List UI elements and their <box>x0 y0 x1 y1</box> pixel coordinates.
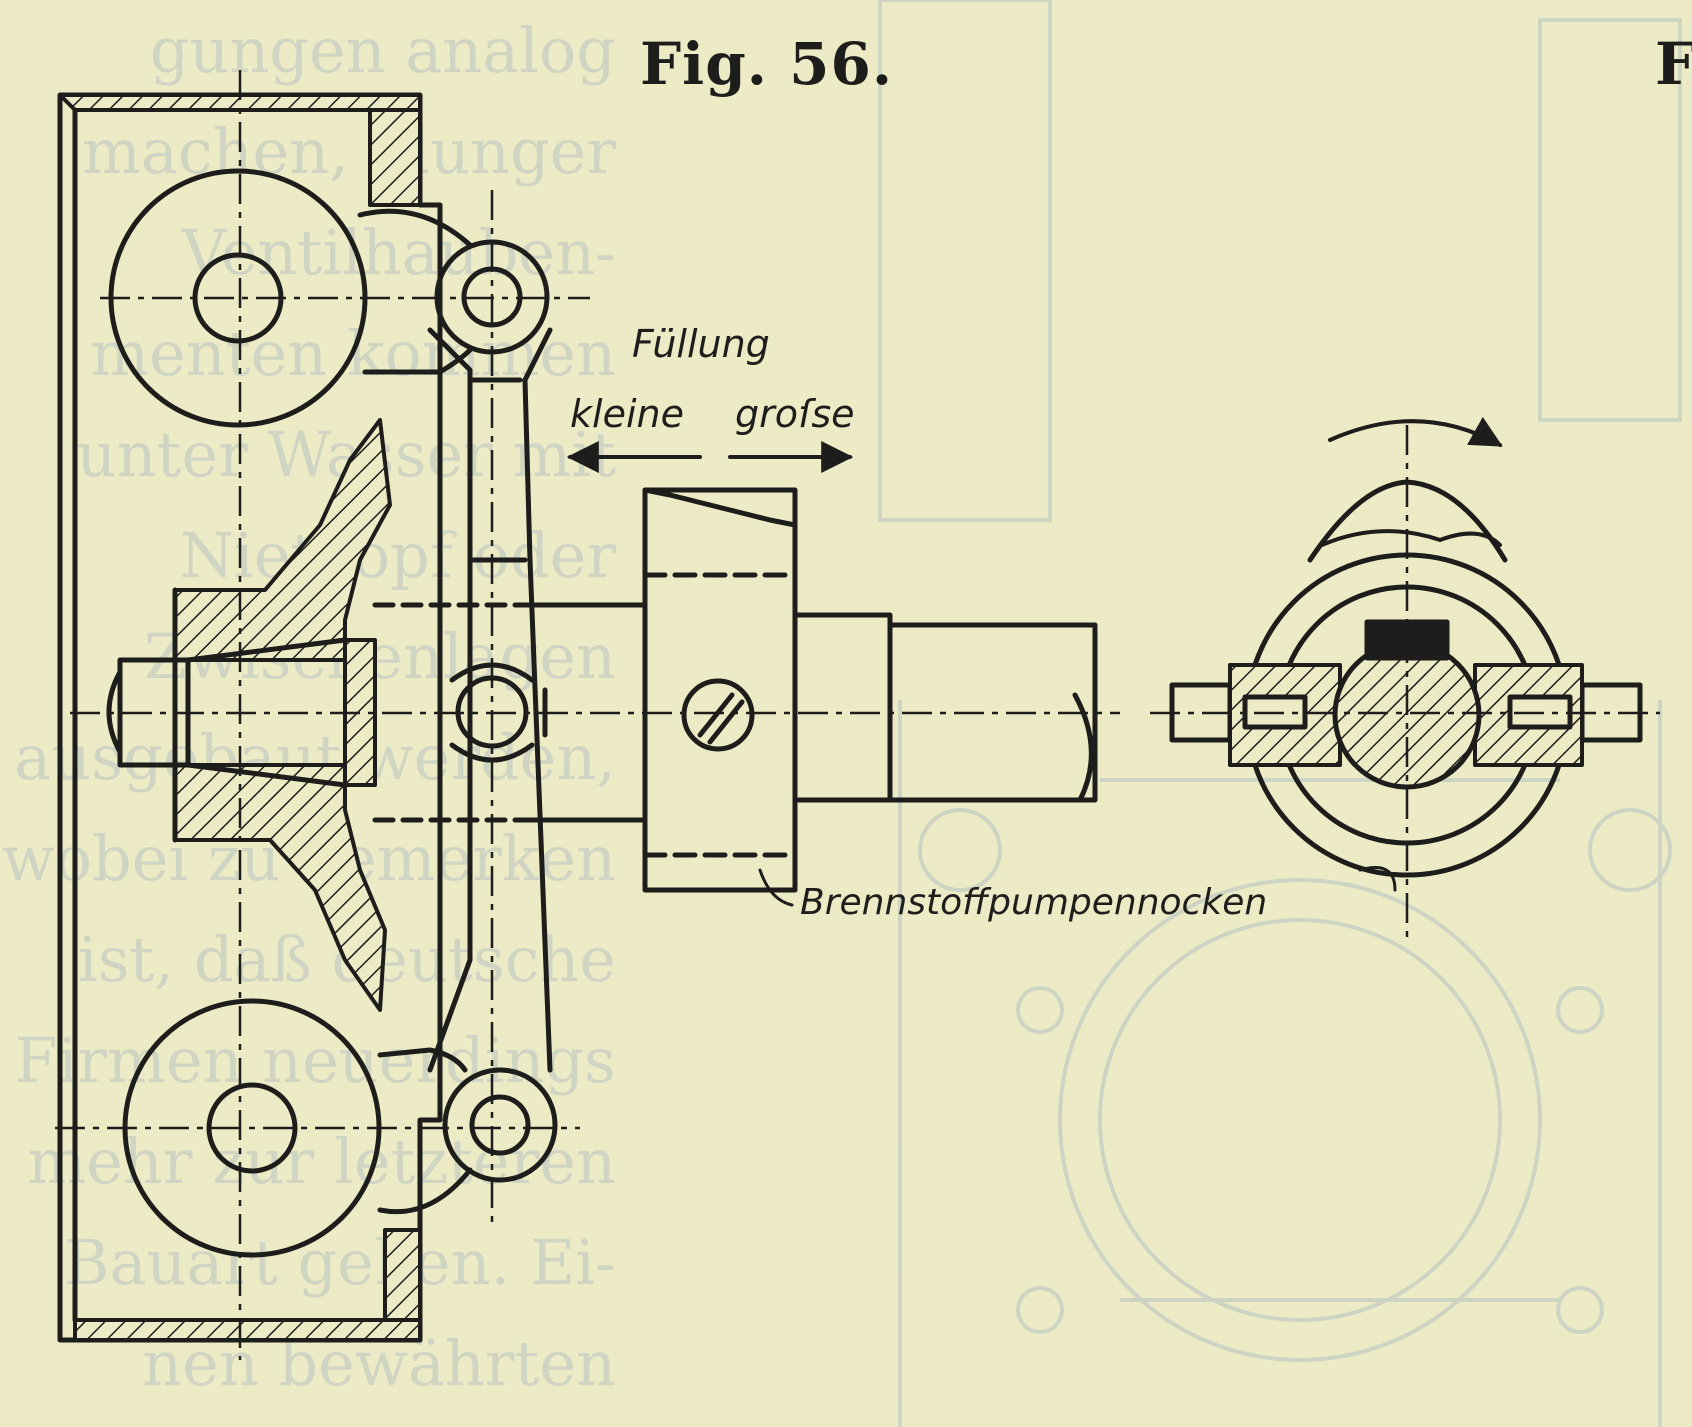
bleed-line: gungen analog <box>149 14 616 87</box>
housing-frame <box>57 92 443 1343</box>
next-figure-title-fragment: F <box>1655 30 1692 98</box>
label-grosse: groſse <box>735 392 855 436</box>
central-hub <box>106 418 392 1012</box>
bleed-line: Firmen neuerdings <box>14 1024 616 1097</box>
figure-title: Fig. 56. <box>640 30 894 98</box>
label-kleine: kleine <box>570 392 684 436</box>
shaft <box>372 487 1098 893</box>
centerlines <box>55 70 1660 1360</box>
bleed-line: Nietkopf oder <box>179 519 616 592</box>
rotation-arrow <box>1328 416 1503 447</box>
bleed-line: Bauart gehen. Ei- <box>63 1226 616 1299</box>
label-fuellung: Füllung <box>632 322 770 366</box>
bleed-line: machen, Plunger <box>82 115 616 188</box>
label-brennstoffpumpennocken: Brennstoffpumpennocken <box>800 882 1268 923</box>
lever-arm <box>427 327 553 1073</box>
